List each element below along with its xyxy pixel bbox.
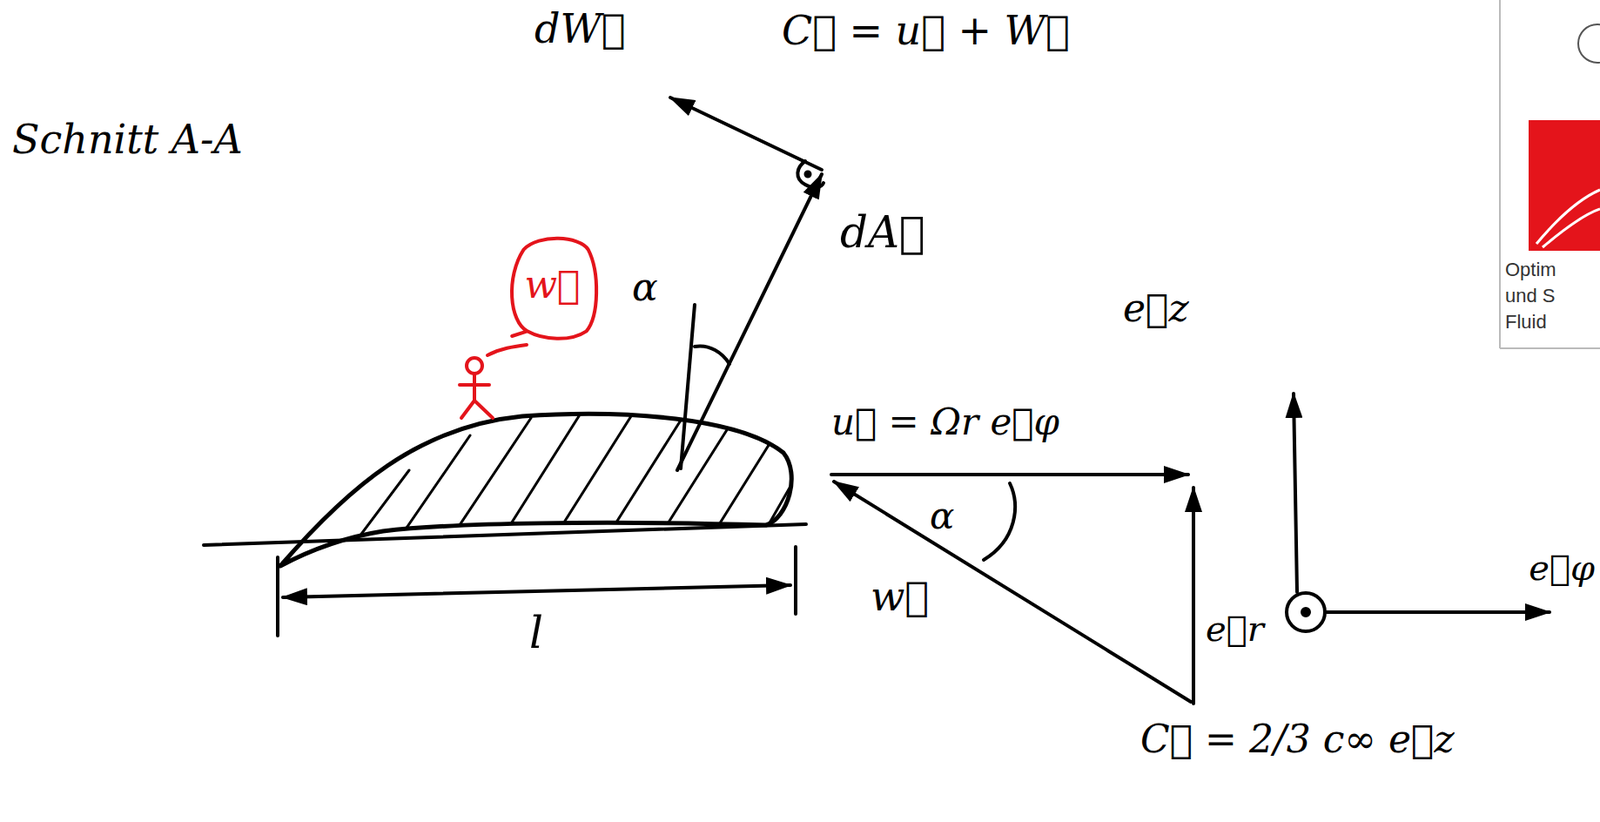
airfoil (203, 409, 810, 575)
coordinate-system (1286, 393, 1550, 632)
sketch-label: C⃗ = 2/3 c∞ e⃗z (1140, 718, 1455, 760)
sketch-label: C⃗ = u⃗ + W⃗ (781, 8, 1070, 54)
sketch-label: e⃗φ (1528, 548, 1595, 587)
logo-text: und S (1505, 285, 1556, 307)
sketch-label: α (631, 266, 659, 309)
sketch-label: dA⃗ (840, 208, 926, 257)
sketch-label: u⃗ = Ωr e⃗φ (831, 402, 1060, 443)
force-vectors (670, 97, 824, 471)
bubble-text: w⃗ (523, 263, 582, 306)
sketch-label: dW⃗ (534, 6, 626, 52)
velocity-triangle (831, 474, 1194, 704)
sketch-label: w⃗ (870, 574, 929, 619)
sketch-label: α (929, 496, 955, 537)
logo-text: Fluid (1505, 311, 1547, 333)
sketch-label: e⃗z (1122, 287, 1190, 330)
thought-bubble: w⃗ (507, 237, 598, 337)
logo-text: Optim (1505, 259, 1557, 281)
stick-figure (459, 344, 527, 418)
institute-logo (1499, 0, 1600, 349)
sketch-label: Schnitt A-A (12, 117, 243, 162)
sketch-label: l (529, 609, 544, 658)
sketch-label: e⃗r (1205, 609, 1264, 648)
